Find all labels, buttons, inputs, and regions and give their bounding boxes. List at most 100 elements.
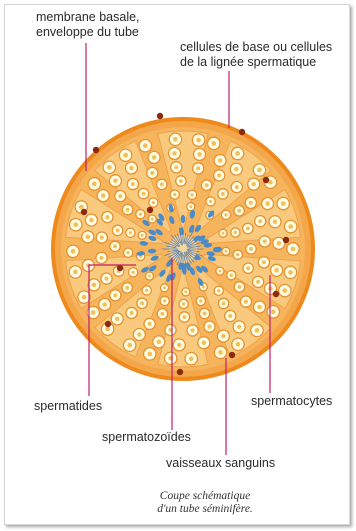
cell-nucleus bbox=[237, 285, 241, 289]
cell-nucleus bbox=[160, 182, 164, 186]
cell-nucleus bbox=[132, 271, 135, 274]
cell-nucleus bbox=[151, 218, 154, 221]
cell-nucleus bbox=[217, 289, 220, 292]
cell-nucleus bbox=[126, 208, 130, 212]
cell-nucleus bbox=[142, 192, 146, 196]
tubule-cross-section bbox=[51, 113, 315, 381]
cell-nucleus bbox=[131, 182, 135, 186]
cell-nucleus bbox=[141, 234, 144, 237]
cell-nucleus bbox=[101, 193, 106, 198]
cell-nucleus bbox=[73, 270, 78, 275]
cell-nucleus bbox=[150, 171, 154, 175]
cell-nucleus bbox=[265, 201, 270, 206]
cell-nucleus bbox=[147, 352, 152, 357]
cell-nucleus bbox=[257, 168, 262, 173]
cell-nucleus bbox=[89, 218, 94, 223]
cell-nucleus bbox=[152, 155, 157, 160]
cell-nucleus bbox=[102, 302, 107, 307]
label-cellules-line2: de la lignée spermatique bbox=[180, 55, 332, 70]
cell-nucleus bbox=[173, 137, 178, 142]
cell-nucleus bbox=[196, 138, 201, 143]
cell-nucleus bbox=[100, 236, 104, 240]
cell-nucleus bbox=[92, 283, 97, 288]
cell-nucleus bbox=[202, 340, 207, 345]
cell-nucleus bbox=[145, 289, 148, 292]
cell-nucleus bbox=[222, 232, 225, 235]
cell-nucleus bbox=[199, 299, 202, 302]
cell-nucleus bbox=[205, 183, 209, 187]
label-vaisseaux-sanguins: vaisseaux sanguins bbox=[166, 456, 275, 471]
cell-nucleus bbox=[218, 158, 223, 163]
cell-nucleus bbox=[157, 340, 162, 345]
cell-nucleus bbox=[179, 179, 183, 183]
cell-nucleus bbox=[230, 274, 233, 277]
cell-nucleus bbox=[256, 280, 260, 284]
cell-nucleus bbox=[92, 182, 97, 187]
figure-caption: Coupe schématique d'un tube séminifère. bbox=[120, 490, 290, 516]
cell-nucleus bbox=[130, 311, 134, 315]
cell-nucleus bbox=[174, 165, 178, 169]
caption-line1: Coupe schématique bbox=[120, 490, 290, 503]
cell-nucleus bbox=[249, 201, 253, 205]
cell-nucleus bbox=[113, 244, 117, 248]
cell-nucleus bbox=[105, 327, 110, 332]
cell-nucleus bbox=[221, 192, 225, 196]
cell-nucleus bbox=[255, 328, 260, 333]
label-membrane-line2: enveloppe du tube bbox=[36, 25, 140, 40]
cell-nucleus bbox=[91, 310, 96, 315]
cell-nucleus bbox=[115, 317, 120, 322]
cell-nucleus bbox=[182, 315, 186, 319]
cell-nucleus bbox=[160, 312, 164, 316]
cell-nucleus bbox=[127, 343, 132, 348]
cell-nucleus bbox=[218, 350, 223, 355]
cell-nucleus bbox=[125, 286, 129, 290]
cell-nucleus bbox=[236, 342, 241, 347]
cell-nucleus bbox=[235, 151, 240, 156]
cell-nucleus bbox=[282, 288, 287, 293]
cell-nucleus bbox=[163, 299, 166, 302]
cell-nucleus bbox=[257, 305, 262, 310]
label-spermatides: spermatides bbox=[34, 399, 102, 414]
cell-nucleus bbox=[99, 256, 103, 260]
dark-nucleus bbox=[283, 237, 289, 243]
cell-nucleus bbox=[123, 153, 128, 158]
label-membrane-line1: membrane basale, bbox=[36, 10, 140, 25]
cell-nucleus bbox=[235, 185, 239, 189]
cell-nucleus bbox=[140, 301, 144, 305]
cell-nucleus bbox=[288, 270, 293, 275]
cell-nucleus bbox=[251, 182, 256, 187]
dark-nucleus bbox=[239, 129, 245, 135]
label-cellules-line1: cellules de base ou cellules bbox=[180, 40, 332, 55]
cell-nucleus bbox=[224, 213, 227, 216]
cell-nucleus bbox=[177, 343, 182, 348]
cell-nucleus bbox=[189, 205, 192, 208]
dark-nucleus bbox=[273, 291, 279, 297]
cell-nucleus bbox=[207, 325, 211, 329]
cell-nucleus bbox=[246, 227, 250, 231]
dark-nucleus bbox=[177, 369, 183, 375]
cell-nucleus bbox=[237, 209, 241, 213]
label-spermatocytes: spermatocytes bbox=[251, 394, 332, 409]
cell-nucleus bbox=[129, 166, 134, 171]
dark-nucleus bbox=[229, 352, 235, 358]
cell-nucleus bbox=[237, 325, 242, 330]
cell-nucleus bbox=[197, 152, 202, 157]
cell-nucleus bbox=[71, 249, 76, 254]
cell-nucleus bbox=[218, 270, 221, 273]
cell-nucleus bbox=[116, 228, 120, 232]
cell-nucleus bbox=[203, 312, 207, 316]
dark-nucleus bbox=[105, 321, 111, 327]
cell-nucleus bbox=[291, 247, 296, 252]
cell-nucleus bbox=[118, 194, 122, 198]
cell-nucleus bbox=[224, 250, 227, 253]
cell-nucleus bbox=[281, 201, 286, 206]
cell-nucleus bbox=[263, 239, 267, 243]
cell-nucleus bbox=[273, 219, 278, 224]
cell-nucleus bbox=[139, 213, 142, 216]
cell-nucleus bbox=[172, 151, 177, 156]
cell-nucleus bbox=[82, 295, 87, 300]
cell-nucleus bbox=[182, 302, 185, 305]
cell-nucleus bbox=[209, 200, 212, 203]
cell-nucleus bbox=[190, 193, 193, 196]
dark-nucleus bbox=[81, 209, 87, 215]
